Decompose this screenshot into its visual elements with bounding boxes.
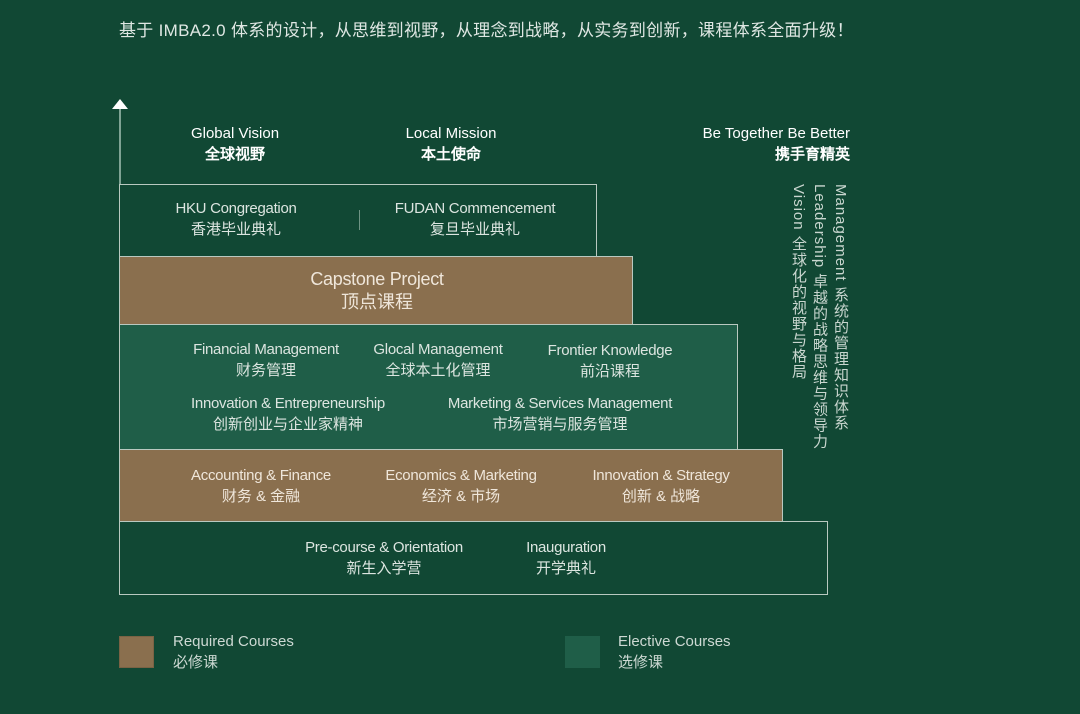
pillar-global-vision: Global Vision 全球视野 bbox=[160, 123, 310, 165]
legend-elective: Elective Courses 选修课 bbox=[618, 633, 731, 671]
tier-electives: Financial Management 财务管理 Glocal Managem… bbox=[119, 324, 738, 450]
tier-graduation: HKU Congregation 香港毕业典礼 FUDAN Commenceme… bbox=[119, 184, 597, 257]
tier-item-glocal-management: Glocal Management 全球本土化管理 bbox=[373, 341, 503, 379]
legend-required: Required Courses 必修课 bbox=[173, 633, 294, 671]
tier-item-economics-marketing: Economics & Marketing 经济 & 市场 bbox=[385, 467, 537, 505]
tier-item-innovation-strategy: Innovation & Strategy 创新 & 战略 bbox=[592, 467, 730, 505]
tier-item-frontier-knowledge: Frontier Knowledge 前沿课程 bbox=[547, 342, 673, 380]
pillar-cn: 本土使命 bbox=[420, 146, 481, 163]
tier-item-fudan-commencement: FUDAN Commencement 复旦毕业典礼 bbox=[394, 200, 556, 238]
arrow-up-icon bbox=[112, 99, 128, 109]
pillar-be-together: Be Together Be Better 携手育精英 bbox=[660, 123, 850, 165]
tier-item-innovation-entrepreneurship: Innovation & Entrepreneurship 创新创业与企业家精神 bbox=[191, 395, 385, 433]
divider bbox=[359, 210, 360, 230]
tier-item-capstone-project: Capstone Project 顶点课程 bbox=[310, 269, 444, 312]
tier-core: Accounting & Finance 财务 & 金融 Economics &… bbox=[119, 449, 783, 522]
legend-swatch-elective bbox=[565, 636, 600, 668]
pillar-cn: 携手育精英 bbox=[774, 146, 850, 163]
vertical-text-management: Management 系统的管理知识体系 bbox=[832, 184, 849, 431]
pillar-en: Local Mission bbox=[405, 125, 497, 142]
legend-swatch-required bbox=[119, 636, 154, 668]
vertical-text-leadership: Leadership 卓越的战略思维与领导力 bbox=[811, 184, 828, 450]
pillar-en: Be Together Be Better bbox=[702, 125, 850, 142]
vertical-text-vision: Vision 全球化的视野与格局 bbox=[790, 184, 807, 380]
tier-foundation: Pre-course & Orientation 新生入学营 Inaugurat… bbox=[119, 521, 828, 595]
intro-text: 基于 IMBA2.0 体系的设计，从思维到视野，从理念到战略，从实务到创新，课程… bbox=[119, 21, 854, 40]
tier-item-pre-course-orientation: Pre-course & Orientation 新生入学营 bbox=[305, 539, 463, 577]
tier-item-marketing-services: Marketing & Services Management 市场营销与服务管… bbox=[447, 395, 673, 433]
pillar-cn: 全球视野 bbox=[204, 146, 265, 163]
tier-item-accounting-finance: Accounting & Finance 财务 & 金融 bbox=[191, 467, 331, 505]
pillar-local-mission: Local Mission 本土使命 bbox=[376, 123, 526, 165]
tier-item-financial-management: Financial Management 财务管理 bbox=[193, 341, 339, 379]
tier-item-hku-congregation: HKU Congregation 香港毕业典礼 bbox=[175, 200, 297, 238]
tier-capstone: Capstone Project 顶点课程 bbox=[119, 256, 633, 325]
tier-item-inauguration: Inauguration 开学典礼 bbox=[526, 539, 606, 577]
pillar-en: Global Vision bbox=[190, 125, 280, 142]
